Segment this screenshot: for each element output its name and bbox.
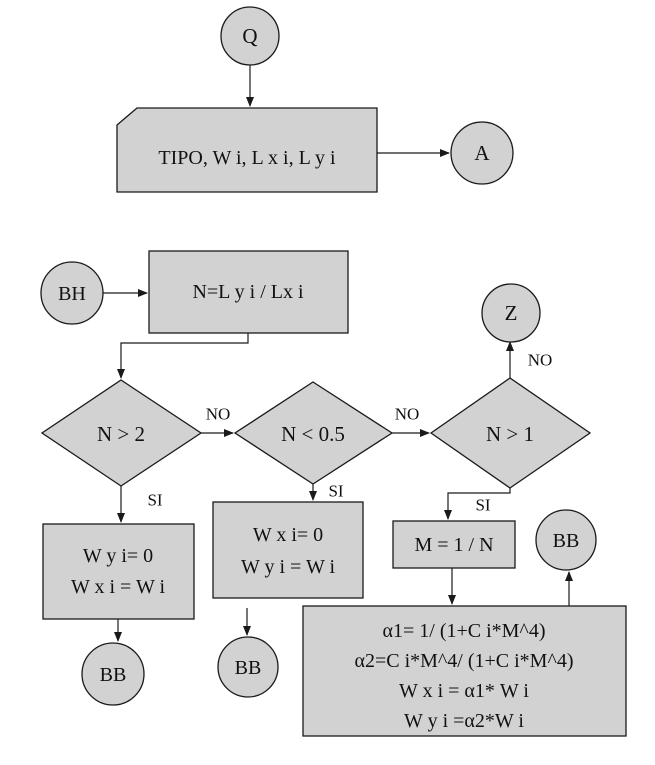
box-wx-zero-line2: W y i = W i: [241, 556, 336, 578]
box-alpha-line4: W y i =α2*W i: [404, 710, 524, 732]
decision-n-lt-0-5: N < 0.5: [233, 381, 394, 485]
edge-label-no-1: NO: [206, 405, 231, 424]
connector-bb-right-label: BB: [553, 530, 580, 552]
decision-n-gt-2: N > 2: [40, 379, 203, 487]
edge-d3-to-box-m: [444, 488, 511, 520]
decision-n-gt-1: N > 1: [429, 377, 592, 489]
box-wy-zero-line1: W y i= 0: [83, 545, 153, 567]
edge-label-si-2: SI: [328, 482, 343, 501]
box-m-label: M = 1 / N: [414, 534, 493, 556]
box-alpha-line2: α2=C i*M^4/ (1+C i*M^4): [354, 650, 573, 672]
connector-z: Z: [481, 283, 541, 343]
decision-n-gt-2-label: N > 2: [97, 422, 145, 446]
connector-bb-left-label: BB: [100, 664, 127, 686]
box-alpha-line1: α1= 1/ (1+C i*M^4): [383, 620, 546, 642]
box-m: M = 1 / N: [392, 520, 516, 569]
connector-bb-middle-label: BB: [235, 657, 262, 679]
edge-label-no-3: NO: [528, 351, 553, 370]
connector-q-label: Q: [242, 24, 257, 48]
decision-n-gt-1-label: N > 1: [486, 422, 534, 446]
box-wx-zero: W x i= 0 W y i = W i: [212, 501, 364, 599]
process-ratio: N=L y i / Lx i: [148, 250, 349, 334]
input-box-label: TIPO, W i, L x i, L y i: [158, 147, 336, 169]
connector-bb-middle: BB: [217, 636, 279, 698]
box-wx-zero-line1: W x i= 0: [253, 524, 323, 546]
connector-bh-label: BH: [58, 283, 86, 305]
connector-bh: BH: [40, 261, 104, 325]
box-wy-zero-line2: W x i = W i: [71, 576, 166, 598]
box-alpha: α1= 1/ (1+C i*M^4) α2=C i*M^4/ (1+C i*M^…: [302, 605, 627, 737]
input-box: TIPO, W i, L x i, L y i: [116, 107, 378, 193]
edge-label-no-2: NO: [395, 405, 420, 424]
decision-n-lt-0-5-label: N < 0.5: [281, 422, 345, 446]
box-alpha-line3: W x i = α1* W i: [399, 680, 529, 702]
connector-bb-right: BB: [535, 509, 597, 571]
connector-z-label: Z: [505, 301, 518, 325]
connector-bb-left: BB: [81, 642, 145, 706]
connector-q: Q: [220, 6, 280, 66]
edge-label-si-3: SI: [475, 496, 490, 515]
edge-ratio-to-d1: [117, 333, 249, 379]
connector-a-label: A: [474, 141, 490, 165]
process-ratio-label: N=L y i / Lx i: [192, 281, 304, 303]
edge-label-si-1: SI: [147, 491, 162, 510]
box-wy-zero: W y i= 0 W x i = W i: [42, 523, 195, 620]
connector-a: A: [450, 121, 514, 185]
